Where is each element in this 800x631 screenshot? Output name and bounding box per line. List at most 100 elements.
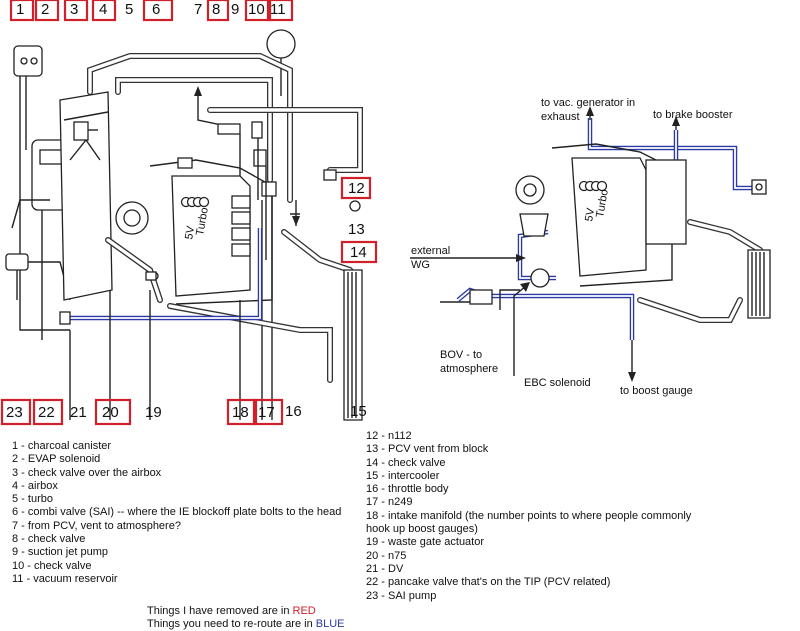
vacuum-reservoir <box>266 29 296 59</box>
intercooler-left <box>343 269 363 421</box>
callout-box-removed <box>0 398 32 426</box>
arrow-up-icon <box>586 106 594 116</box>
legend-item: 18 - intake manifold (the number points … <box>366 509 692 522</box>
airbox <box>59 91 113 301</box>
note-removed-text: Things I have removed are in <box>147 605 293 617</box>
arrow-icon <box>520 282 530 292</box>
pancake-valve-blue <box>59 311 71 325</box>
legend-item: 22 - pancake valve that's on the TIP (PC… <box>366 576 611 589</box>
callout-15: 15 <box>350 403 367 420</box>
right-engine-diagram: 5V Turbo <box>410 106 771 382</box>
callout-1: 1 <box>16 1 24 18</box>
callout-7: 7 <box>194 1 202 18</box>
legend-item: 16 - throttle body <box>366 483 449 496</box>
callouts-right: 12 13 14 15 16 <box>285 176 378 420</box>
callouts-bottom: 23 22 21 20 19 18 17 <box>0 398 284 426</box>
callout-19: 19 <box>145 404 162 421</box>
callout-4: 4 <box>99 1 107 18</box>
label-external-wg: external <box>411 245 450 257</box>
callout-3: 3 <box>70 1 78 18</box>
legend-item: 21 - DV <box>366 562 404 575</box>
callout-box-removed <box>9 0 35 22</box>
legend-item: 8 - check valve <box>12 533 86 546</box>
charcoal-canister <box>13 45 43 77</box>
legend-item: 14 - check valve <box>366 456 446 469</box>
callout-box-removed <box>32 398 64 426</box>
label-ebc: EBC solenoid <box>524 377 591 389</box>
callout-23: 23 <box>6 404 23 421</box>
callout-box-removed <box>34 0 60 22</box>
arrow-right-icon <box>516 254 526 262</box>
audi-rings-icon <box>180 196 210 208</box>
legend-item: 13 - PCV vent from block <box>366 443 489 456</box>
arrow-up-icon <box>672 116 680 126</box>
color-key-note: Things I have removed are in RED Things … <box>147 605 345 631</box>
callout-17: 17 <box>258 404 275 421</box>
callout-18: 18 <box>232 404 249 421</box>
engine-sv-label: 5V <box>183 225 197 241</box>
callout-box-removed <box>226 398 258 426</box>
note-reroute-text: Things you need to re-route are in <box>147 618 316 630</box>
arrow-down-icon <box>292 216 300 226</box>
callout-12: 12 <box>348 180 365 197</box>
legend-left: 1 - charcoal canister 2 - EVAP solenoid … <box>12 440 341 586</box>
bov <box>469 289 493 305</box>
callout-box-removed <box>142 0 174 22</box>
label-external-wg-2: WG <box>411 259 430 271</box>
legend-item: 7 - from PCV, vent to atmosphere? <box>12 519 181 532</box>
note-removed: Things I have removed are in RED <box>147 605 345 618</box>
label-vac-generator-2: exhaust <box>541 111 580 123</box>
callout-box-removed <box>340 240 378 264</box>
label-brake-booster: to brake booster <box>653 109 733 121</box>
legend-item: 12 - n112 <box>366 430 412 442</box>
callout-box-removed <box>340 176 372 200</box>
note-reroute: Things you need to re-route are in BLUE <box>147 618 345 631</box>
legend-item: 17 - n249 <box>366 496 413 509</box>
legend-item: hook up boost gauges) <box>366 523 478 536</box>
legend-item: 6 - combi valve (SAI) -- where the IE bl… <box>12 506 342 519</box>
left-engine-diagram: 5V Turbo <box>5 29 363 421</box>
legend-item: 5 - turbo <box>12 493 53 506</box>
callout-box-removed <box>252 398 284 426</box>
sai-pump <box>5 253 29 271</box>
callout-box-removed <box>206 0 230 22</box>
label-vac-generator: to vac. generator in <box>541 97 635 109</box>
suction-jet-pump <box>251 121 263 139</box>
callout-22: 22 <box>38 404 55 421</box>
legend-item: 15 - intercooler <box>366 469 440 482</box>
pcv-vent-port <box>349 200 361 212</box>
check-valve-8 <box>217 123 241 135</box>
callout-21: 21 <box>70 404 87 421</box>
engine-sv-label-right: 5V <box>583 207 597 223</box>
callout-2: 2 <box>41 1 49 18</box>
legend-item: 3 - check valve over the airbox <box>12 466 162 479</box>
audi-rings-icon <box>578 180 608 192</box>
callout-10: 10 <box>248 1 265 18</box>
callout-6: 6 <box>152 1 160 18</box>
legend-item: 9 - suction jet pump <box>12 546 108 559</box>
legend-item: 20 - n75 <box>366 549 407 562</box>
label-bov-2: atmosphere <box>440 363 498 375</box>
check-valve-airbox <box>73 121 89 141</box>
legend-item: 19 - waste gate actuator <box>366 536 485 549</box>
callout-11: 11 <box>270 1 286 18</box>
legend-item: 2 - EVAP solenoid <box>12 453 101 466</box>
legend-item: 23 - SAI pump <box>366 589 437 602</box>
intake-manifold-right <box>645 159 687 245</box>
intercooler-right <box>747 249 771 319</box>
callout-14: 14 <box>350 244 367 261</box>
callout-box-removed <box>91 0 117 22</box>
note-removed-color: RED <box>292 605 316 617</box>
intake-runners <box>231 195 251 257</box>
arrow-up-icon <box>194 86 202 96</box>
legend-item: 11 - vacuum reservoir <box>12 572 118 585</box>
n249-valve <box>261 181 277 197</box>
legend-right: 12 - n112 13 - PCV vent from block 14 - … <box>366 430 691 603</box>
external-wastegate <box>519 213 549 237</box>
n112-valve <box>323 169 337 181</box>
arrow-down-icon <box>628 372 636 382</box>
callout-box-removed <box>63 0 89 22</box>
note-reroute-color: BLUE <box>315 618 345 630</box>
ebc-solenoid <box>530 268 550 288</box>
callout-20: 20 <box>102 404 119 421</box>
